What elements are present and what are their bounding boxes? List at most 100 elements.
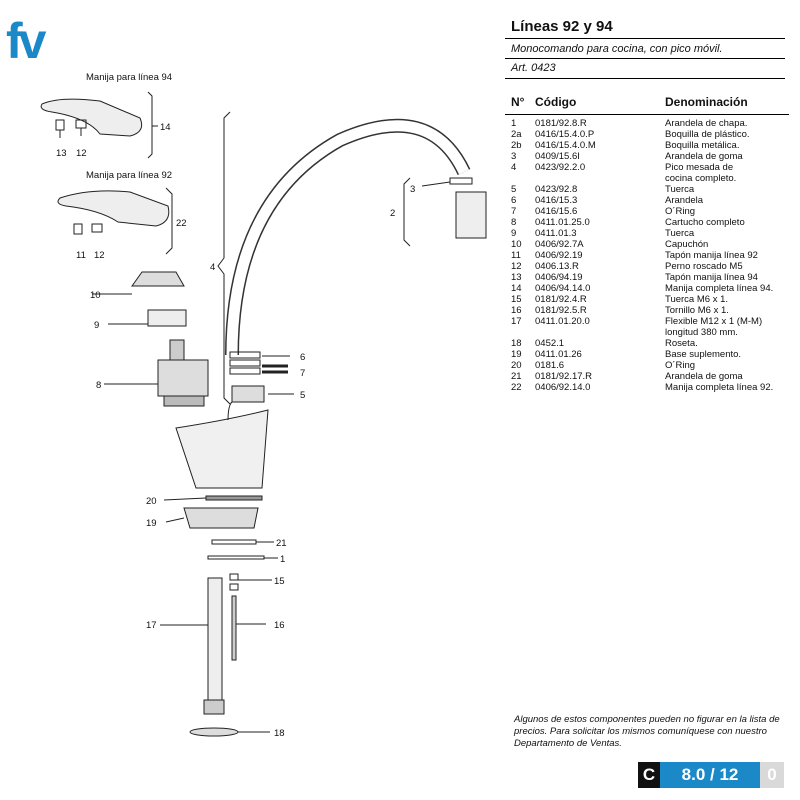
row-code: 0406/92.7A	[535, 239, 584, 250]
row-description: Arandela de chapa.	[665, 118, 748, 129]
exploded-faucet-diagram: Manija para línea 94 Manija para línea 9…	[40, 72, 487, 739]
cap-10	[131, 271, 185, 287]
handle-94	[40, 98, 143, 137]
row-number: 14	[511, 283, 522, 294]
row-description: Tuerca	[665, 228, 695, 239]
row-number: 4	[511, 162, 517, 173]
roseta-18	[189, 727, 239, 737]
screw-16	[231, 595, 237, 661]
pin-12-b	[91, 223, 103, 233]
bracket-22	[165, 187, 173, 255]
row-code: 0423/92.2.0	[535, 162, 586, 173]
cap-11	[73, 223, 83, 235]
table-row: 14 0406/94.14.0 Manija completa línea 94.	[511, 283, 789, 294]
callout-11: 11	[76, 250, 86, 261]
spout-rings	[229, 351, 261, 375]
row-number: 3	[511, 151, 517, 162]
title-rule	[505, 38, 785, 39]
callout-13: 13	[56, 148, 67, 159]
callout-8: 8	[96, 380, 101, 391]
fv-logo: fv	[6, 13, 51, 68]
callout-1: 1	[280, 554, 285, 565]
row-code: 0181/92.8.R	[535, 118, 587, 129]
label-handle-92: Manija para línea 92	[86, 170, 172, 181]
row-number: 18	[511, 338, 522, 349]
nuts-15	[229, 573, 239, 591]
table-row: 4 0423/92.2.0 Pico mesada de cocina comple…	[511, 162, 789, 184]
label-handle-94: Manija para línea 94	[86, 72, 172, 83]
row-code: 0411.01.26	[535, 349, 582, 360]
article-number: Art. 0423	[511, 62, 556, 74]
callout-12: 12	[76, 148, 87, 159]
row-number: 19	[511, 349, 522, 360]
row-code: 0423/92.8	[535, 184, 578, 195]
nut-9	[147, 309, 187, 327]
row-description: O´Ring	[665, 206, 696, 217]
row-number: 13	[511, 272, 522, 283]
row-description: Arandela de goma	[665, 151, 743, 162]
row-code: 0409/15.6I	[535, 151, 580, 162]
page-tag: C 8.0 / 12 0	[638, 762, 784, 788]
nut-5	[231, 385, 265, 403]
row-number: 8	[511, 217, 517, 228]
row-number: 22	[511, 382, 522, 393]
row-description: Tapón manija línea 92	[665, 250, 758, 261]
row-description: Manija completa línea 94.	[665, 283, 774, 294]
row-code: 0406/92.19	[535, 250, 583, 261]
table-row: 18 0452.1 Roseta.	[511, 338, 789, 349]
row-number: 2a	[511, 129, 522, 140]
washer-21	[211, 539, 257, 545]
table-row: 3 0409/15.6I Arandela de goma	[511, 151, 789, 162]
row-code: 0416/15.4.0.M	[535, 140, 596, 151]
row-number: 21	[511, 371, 522, 382]
row-description: Boquilla de plástico.	[665, 129, 750, 140]
row-number: 15	[511, 294, 522, 305]
callout-12-b: 12	[94, 250, 105, 261]
cap-13	[55, 119, 65, 138]
row-description: Roseta.	[665, 338, 698, 349]
article-rule	[505, 78, 785, 79]
row-number: 17	[511, 316, 522, 327]
row-description: Perno roscado M5	[665, 261, 743, 272]
row-code: 0406/94.14.0	[535, 283, 591, 294]
footer-note: Algunos de estos componentes pueden no f…	[514, 714, 780, 749]
row-code: 0411.01.3	[535, 228, 577, 239]
table-row: 1 0181/92.8.R Arandela de chapa.	[511, 118, 789, 129]
row-description: Capuchón	[665, 239, 709, 250]
bracket-14	[147, 91, 153, 159]
callout-20: 20	[146, 496, 157, 507]
washer-3	[449, 177, 473, 185]
row-code: 0452.1	[535, 338, 565, 349]
subtitle-rule	[505, 58, 785, 59]
callout-21: 21	[276, 538, 287, 549]
row-description: O´Ring	[665, 360, 696, 371]
row-number: 6	[511, 195, 517, 206]
row-description: Pico mesada de cocina completo.	[665, 162, 737, 184]
bracket-4	[217, 111, 231, 405]
row-number: 11	[511, 250, 521, 261]
header-rule	[505, 114, 789, 115]
row-code: 0181/92.17.R	[535, 371, 593, 382]
spout-4	[225, 118, 471, 356]
table-row: 11 0406/92.19 Tapón manija línea 92	[511, 250, 789, 261]
header-code: Código	[535, 95, 577, 109]
callout-6: 6	[300, 352, 305, 363]
row-description: Manija completa línea 92.	[665, 382, 774, 393]
callout-7: 7	[300, 368, 305, 379]
row-code: 0411.01.20.0	[535, 316, 590, 327]
row-number: 9	[511, 228, 517, 239]
base-19	[183, 507, 259, 529]
nozzle-2	[455, 191, 487, 239]
row-number: 1	[511, 118, 517, 129]
page-title: Líneas 92 y 94	[511, 18, 613, 35]
callout-19: 19	[146, 518, 157, 529]
